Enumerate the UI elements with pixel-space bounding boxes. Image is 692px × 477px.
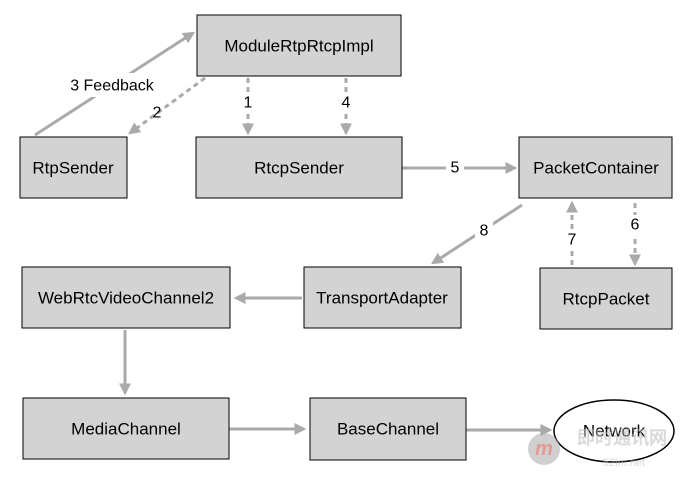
node-network[interactable]: Network <box>553 399 675 463</box>
node-label: TransportAdapter <box>316 289 448 308</box>
watermark-brand: 即时通讯网 <box>577 428 667 448</box>
edge-labels: 3 Feedback 2 1 4 5 8 7 6 <box>58 73 644 250</box>
edge-label-6: 6 <box>631 217 640 234</box>
node-transport-adapter[interactable]: TransportAdapter <box>303 266 462 329</box>
watermark-logo-letter: m <box>535 438 553 460</box>
edge-2 <box>128 76 206 135</box>
node-label: ModuleRtpRtcpImpl <box>224 37 373 56</box>
watermark-url: 52im.net <box>603 457 645 469</box>
node-label: RtpSender <box>32 159 114 178</box>
node-label: BaseChannel <box>337 420 439 439</box>
nodes: ModuleRtpRtcpImpl RtpSender RtcpSender P… <box>19 14 675 463</box>
edge-label-7: 7 <box>568 232 577 249</box>
node-label: PacketContainer <box>533 159 659 178</box>
node-label: WebRtcVideoChannel2 <box>38 289 214 308</box>
watermark: m 即时通讯网 52im.net <box>528 428 667 469</box>
edge-label-4: 4 <box>342 95 351 112</box>
node-base-channel[interactable]: BaseChannel <box>309 397 467 461</box>
node-rtp-sender[interactable]: RtpSender <box>19 136 128 199</box>
edge-label-8: 8 <box>480 223 489 240</box>
node-rtcp-sender[interactable]: RtcpSender <box>195 136 403 199</box>
node-media-channel[interactable]: MediaChannel <box>22 397 230 460</box>
node-label: RtcpSender <box>254 159 344 178</box>
edge-label-3-feedback: 3 Feedback <box>70 78 155 95</box>
node-label: RtcpPacket <box>563 290 650 309</box>
edge-label-1: 1 <box>244 95 253 112</box>
node-label: MediaChannel <box>71 420 181 439</box>
edge-label-2: 2 <box>153 105 162 122</box>
node-module-rtp-rtcp-impl[interactable]: ModuleRtpRtcpImpl <box>196 14 402 77</box>
node-label: Network <box>583 422 646 441</box>
node-webrtc-video-channel2[interactable]: WebRtcVideoChannel2 <box>21 266 231 329</box>
node-packet-container[interactable]: PacketContainer <box>518 136 673 199</box>
node-rtcp-packet[interactable]: RtcpPacket <box>539 267 673 330</box>
edge-label-5: 5 <box>451 160 460 177</box>
watermark-logo-icon <box>528 433 560 465</box>
